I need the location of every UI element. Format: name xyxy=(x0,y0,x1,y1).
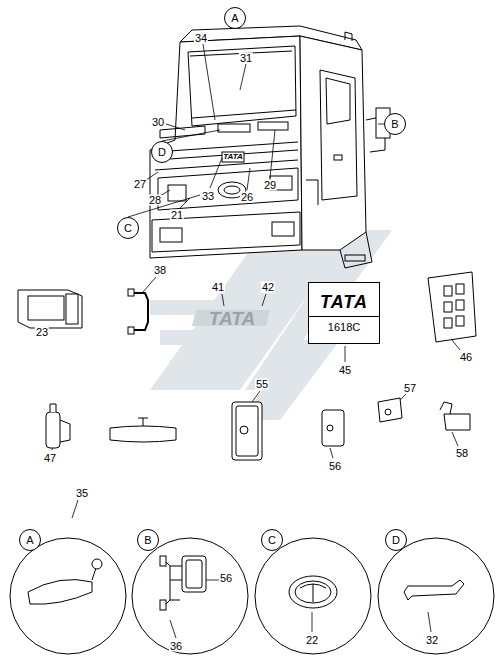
callout-number: 56 xyxy=(219,573,233,584)
callout-number: 47 xyxy=(43,453,57,464)
callout-number: 27 xyxy=(133,179,147,190)
callout-number: 55 xyxy=(255,379,269,390)
callout-number: 22 xyxy=(305,635,319,646)
brand-text: TATA xyxy=(309,288,379,317)
emblem-text: TATA xyxy=(222,153,244,161)
detail-reference-circle: A xyxy=(224,7,246,29)
callout-number: 21 xyxy=(170,210,184,221)
reference-letter: B xyxy=(144,535,151,546)
emblem-text: TATA xyxy=(208,309,256,328)
loose-parts xyxy=(18,272,476,460)
detail-reference-circle: A xyxy=(19,529,41,551)
detail-views xyxy=(10,538,494,654)
detail-reference-circle: C xyxy=(117,217,139,239)
callout-number: 32 xyxy=(425,635,439,646)
reference-letter: D xyxy=(392,535,400,546)
reference-letter: D xyxy=(158,147,166,158)
model-text: 1618C xyxy=(309,317,379,338)
callout-number: 34 xyxy=(194,33,208,44)
callout-number: 28 xyxy=(148,195,162,206)
callout-number: 58 xyxy=(455,448,469,459)
detail-reference-circle: D xyxy=(151,141,173,163)
callout-number: 26 xyxy=(240,192,254,203)
callout-number: 36 xyxy=(169,641,183,652)
callout-number: 41 xyxy=(211,282,225,293)
callout-number: 42 xyxy=(261,282,275,293)
callout-number: 23 xyxy=(35,327,49,338)
watermark xyxy=(150,230,392,420)
detail-reference-circle: B xyxy=(137,529,159,551)
reference-letter: C xyxy=(124,223,132,234)
truck-cab xyxy=(150,20,390,268)
callout-number: 46 xyxy=(459,352,473,363)
callout-number: 35 xyxy=(75,488,89,499)
reference-letter: A xyxy=(26,535,33,546)
callout-number: 33 xyxy=(201,191,215,202)
reference-letter: B xyxy=(391,119,398,130)
callout-number: 30 xyxy=(151,117,165,128)
detail-reference-circle: D xyxy=(385,529,407,551)
callout-number: 45 xyxy=(338,365,352,376)
leader-lines xyxy=(38,25,460,638)
callout-number: 38 xyxy=(153,265,167,276)
callout-number: 31 xyxy=(239,53,253,64)
detail-reference-circle: B xyxy=(384,113,406,135)
callout-number: 57 xyxy=(403,383,417,394)
reference-letter: A xyxy=(231,13,238,24)
reference-letter: C xyxy=(268,535,276,546)
detail-reference-circle: C xyxy=(261,529,283,551)
model-badge: TATA1618C xyxy=(308,282,380,344)
callout-number: 29 xyxy=(263,180,277,191)
callout-number: 56 xyxy=(328,461,342,472)
